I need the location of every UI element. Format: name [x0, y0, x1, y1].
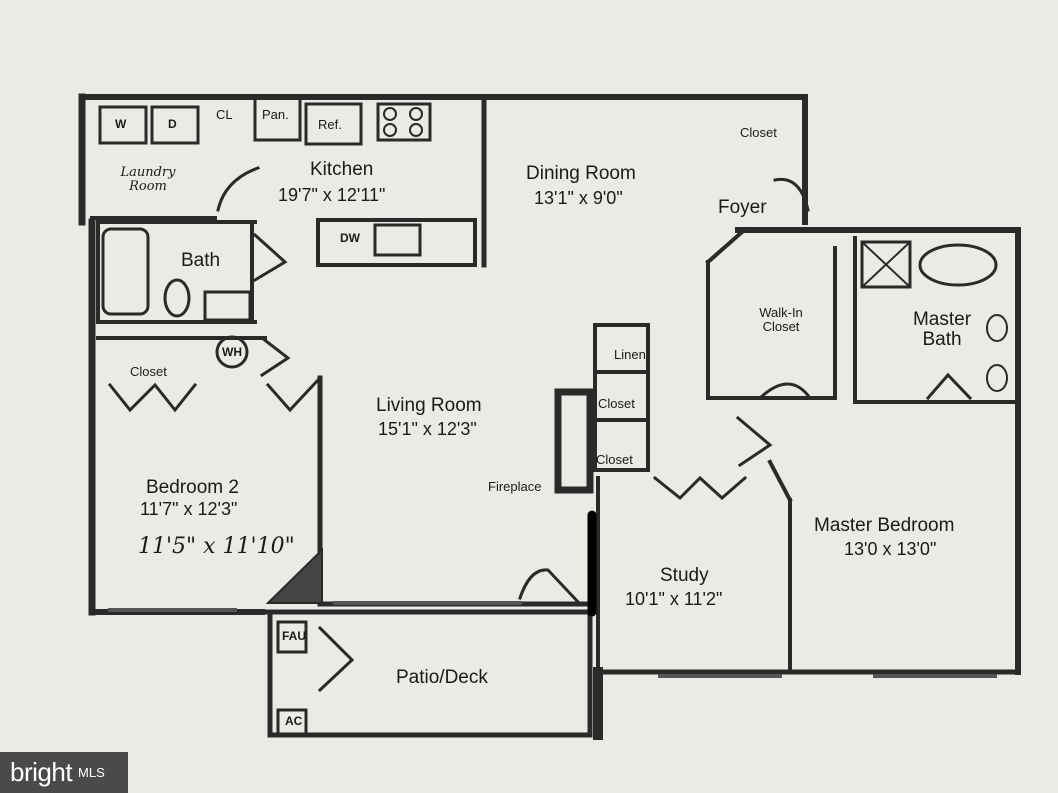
pantry-label: Pan. [262, 107, 289, 122]
shower [860, 240, 912, 289]
master-wall-top [735, 227, 1021, 675]
door-bath [252, 232, 288, 283]
watermark-brand: bright [10, 757, 73, 787]
bedroom2-name: Bedroom 2 [146, 477, 239, 498]
door-wh [259, 335, 291, 378]
master-tub [918, 243, 998, 287]
bedroom2-closet-label: Closet [130, 364, 167, 379]
closet-mid-label: Closet [598, 396, 635, 411]
refrigerator-label: Ref. [318, 117, 342, 132]
washer-box [98, 105, 148, 145]
watermark-suffix: MLS [78, 765, 105, 780]
closet-low-label: Closet [596, 452, 633, 467]
bath-label: Bath [181, 250, 221, 271]
foyer-label: Foyer [718, 197, 767, 218]
pantry-box [253, 98, 302, 142]
door-study-closet [652, 475, 748, 501]
washer-label: W [115, 117, 127, 131]
vanity [203, 290, 252, 322]
linen-label: Linen [614, 347, 646, 362]
patio-outline [259, 609, 593, 738]
fau-box [276, 620, 308, 654]
door-bedroom2 [265, 377, 321, 413]
door-fau [317, 625, 355, 693]
living-name: Living Room [376, 395, 482, 416]
patio-label: Patio/Deck [396, 667, 488, 688]
bedroom2-dims: 11'7" x 12'3" [140, 499, 238, 519]
door-kitchen [216, 166, 260, 212]
door-patio [518, 568, 583, 607]
closet-stack [593, 323, 650, 472]
ac-label: AC [285, 714, 303, 728]
door-masterbath [925, 372, 973, 401]
tub [101, 227, 150, 316]
door-foyer [773, 177, 810, 212]
closet-cl-label: CL [216, 107, 233, 122]
water-heater-circle [215, 335, 249, 369]
laundry-room-label: Laundry Room [120, 165, 176, 194]
sink [373, 223, 422, 257]
walkin-walls [705, 229, 837, 400]
water-heater-label: WH [222, 345, 242, 359]
fireplace-box [554, 388, 594, 494]
door-walkin [757, 382, 813, 401]
master-divider [767, 459, 793, 503]
bright-mls-watermark: bright MLS [0, 752, 128, 793]
hatched-corner [265, 547, 323, 604]
ac-box [276, 708, 308, 736]
kitchen-counter [316, 218, 477, 267]
walkin-label: Walk-In Closet [759, 305, 803, 334]
dishwasher-label: DW [340, 231, 360, 245]
bedroom2-handwritten: 11'5" x 11'10" [138, 534, 295, 559]
study-name: Study [660, 565, 709, 586]
fireplace-label: Fireplace [488, 479, 542, 494]
door-bedroom2-closet [107, 382, 198, 413]
door-master [735, 415, 773, 468]
dryer-label: D [168, 117, 177, 131]
bath-walls [96, 220, 257, 324]
dryer-box [150, 105, 200, 145]
dining-dims: 13'1" x 9'0" [534, 188, 623, 208]
living-dims: 15'1" x 12'3" [378, 419, 477, 439]
master-bath-label: Master Bath [912, 309, 972, 350]
refrigerator-box [304, 102, 363, 146]
master-bath-walls [853, 236, 1020, 404]
study-dims: 10'1" x 11'2" [625, 589, 723, 609]
foyer-closet-label: Closet [740, 125, 777, 140]
dining-name: Dining Room [526, 163, 636, 184]
cooktop [376, 102, 432, 142]
kitchen-dims: 19'7" x 12'11" [278, 185, 386, 205]
master-bedroom-dims: 13'0 x 13'0" [844, 539, 937, 559]
fau-label: FAU [282, 629, 306, 643]
master-bedroom-name: Master Bedroom [814, 515, 955, 536]
kitchen-name: Kitchen [310, 159, 374, 180]
outer-wall-left [78, 93, 96, 616]
